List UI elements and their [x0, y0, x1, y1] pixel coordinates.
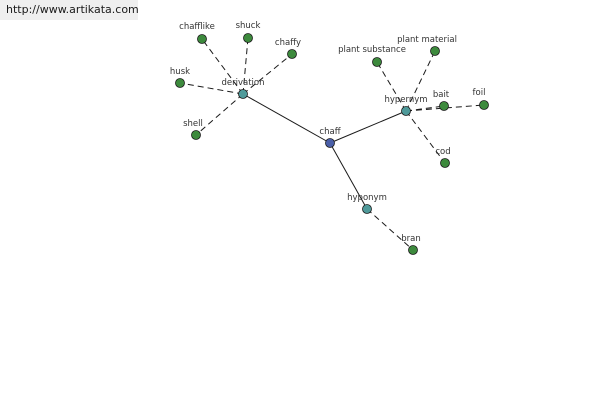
- node-hyponym[interactable]: [362, 204, 372, 214]
- node-label-cod: cod: [435, 147, 450, 157]
- node-plant-material[interactable]: [430, 46, 440, 56]
- edges-layer: [179, 37, 485, 251]
- node-derivation[interactable]: [238, 89, 248, 99]
- source-url[interactable]: http://www.artikata.com: [0, 0, 139, 20]
- node-shuck[interactable]: [243, 33, 253, 43]
- node-bran[interactable]: [408, 245, 418, 255]
- nodes-layer: [175, 33, 489, 255]
- node-label-shuck: shuck: [236, 21, 261, 31]
- node-chaff[interactable]: [325, 138, 335, 148]
- edge-hypernym-plant-material: [405, 50, 436, 112]
- node-bait[interactable]: [439, 101, 449, 111]
- edge-hypernym-cod: [405, 110, 446, 164]
- node-hypernym[interactable]: [401, 106, 411, 116]
- edge-chaff-hypernym: [329, 110, 407, 144]
- node-chaffy[interactable]: [287, 49, 297, 59]
- node-shell[interactable]: [191, 130, 201, 140]
- node-label-shell: shell: [183, 119, 203, 129]
- edge-hyponym-bran: [366, 208, 414, 251]
- edge-derivation-chaffy: [242, 53, 293, 95]
- node-cod[interactable]: [440, 158, 450, 168]
- edge-derivation-chafflike: [201, 38, 244, 95]
- edge-chaff-derivation: [242, 93, 331, 144]
- node-plant-substance[interactable]: [372, 57, 382, 67]
- node-label-husk: husk: [170, 67, 190, 77]
- node-label-bait: bait: [433, 90, 450, 100]
- node-label-chaffy: chaffy: [275, 38, 301, 48]
- node-label-foil: foil: [473, 88, 486, 98]
- node-label-chaff: chaff: [319, 127, 341, 137]
- labels-layer: chaff derivation hypernym hyponym chafflike s…: [170, 21, 486, 244]
- edge-chaff-hyponym: [329, 142, 368, 210]
- node-label-plant-substance: plant substance: [338, 45, 406, 55]
- node-label-bran: bran: [401, 234, 421, 244]
- node-foil[interactable]: [479, 100, 489, 110]
- edge-derivation-shell: [195, 93, 244, 136]
- node-label-chafflike: chafflike: [179, 22, 215, 32]
- node-label-plant-material: plant material: [397, 35, 457, 45]
- node-label-hypernym: hypernym: [384, 95, 427, 105]
- edge-hypernym-foil: [405, 104, 485, 112]
- node-label-derivation: derivation: [221, 78, 264, 88]
- node-chafflike[interactable]: [197, 34, 207, 44]
- node-label-hyponym: hyponym: [347, 193, 387, 203]
- edge-hypernym-bait: [405, 105, 445, 112]
- node-husk[interactable]: [175, 78, 185, 88]
- edge-derivation-husk: [179, 82, 244, 95]
